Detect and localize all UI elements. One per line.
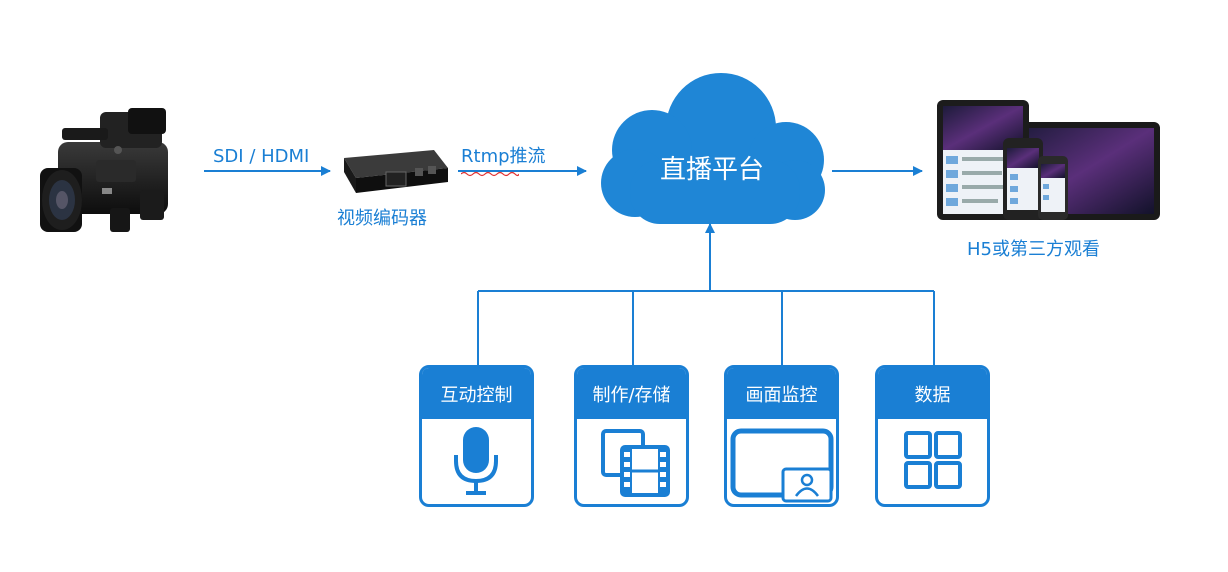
encoder-box-image <box>344 150 448 193</box>
cloud-shape <box>601 73 825 224</box>
module-card-title: 互动控制 <box>422 368 531 419</box>
microphone-icon <box>454 427 498 495</box>
viewers-label: H5或第三方观看 <box>967 239 1100 260</box>
grid-icon <box>904 431 962 489</box>
module-card-data: 数据 <box>875 365 990 507</box>
module-card-title: 数据 <box>878 368 987 419</box>
sdi-hdmi-label: SDI / HDMI <box>213 146 310 167</box>
module-card-title: 制作/存储 <box>577 368 686 419</box>
module-card-interaction: 互动控制 <box>419 365 534 507</box>
module-card-production: 制作/存储 <box>574 365 689 507</box>
video-camera-image <box>40 108 168 232</box>
spellcheck-underline <box>461 171 519 177</box>
platform-label: 直播平台 <box>659 155 764 185</box>
module-card-title: 画面监控 <box>727 368 836 419</box>
encoder-label: 视频编码器 <box>337 208 427 229</box>
tablet-phones-image <box>937 100 1160 220</box>
module-card-monitoring: 画面监控 <box>724 365 839 507</box>
connector-tree <box>477 290 935 367</box>
monitor-icon <box>730 428 834 503</box>
rtmp-label: Rtmp推流 <box>461 146 546 167</box>
film-icon <box>601 429 670 497</box>
